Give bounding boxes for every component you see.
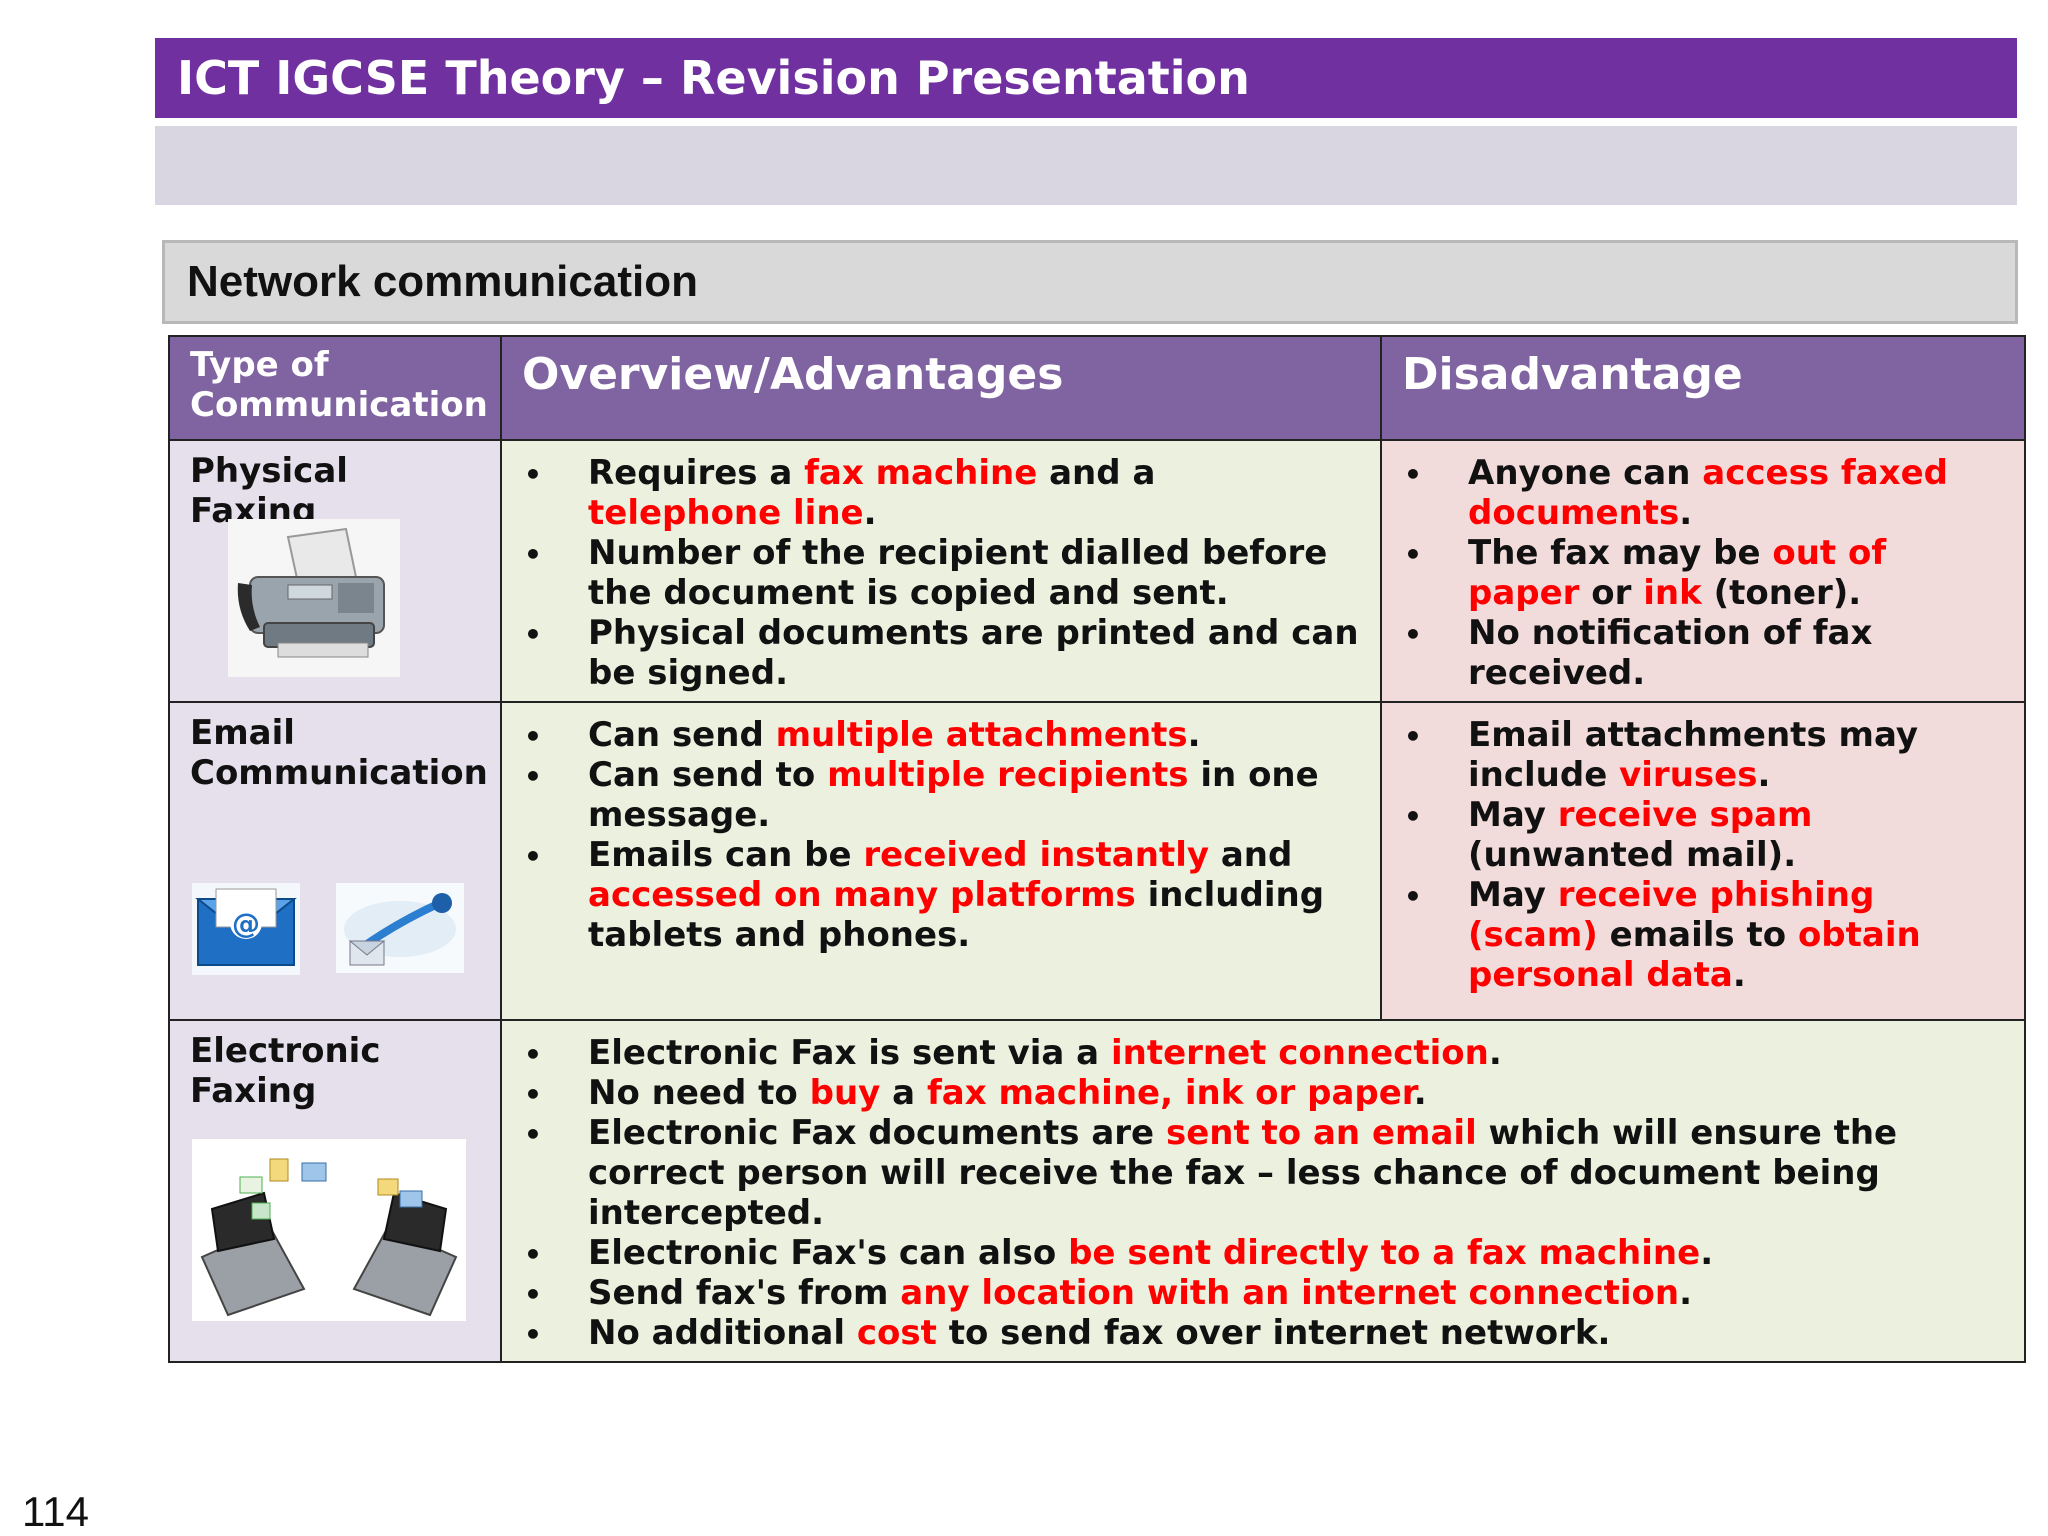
table-row-email-communication: Email Communication @: [168, 701, 2026, 1021]
type-cell-electronic-faxing: Electronic Faxing: [168, 1019, 502, 1363]
globe-email-icon: [336, 883, 464, 973]
list-item: Physical documents are printed and can b…: [524, 613, 1360, 693]
laptops-fax-image: [192, 1139, 466, 1321]
disadvantages-physical-faxing: Anyone can access faxed documents. The f…: [1380, 439, 2026, 703]
list-item: Can send multiple attachments.: [524, 715, 1360, 757]
presentation-title: ICT IGCSE Theory – Revision Presentation: [155, 38, 2017, 118]
type-cell-physical-faxing: Physical Faxing: [168, 439, 502, 703]
overview-electronic-faxing: Electronic Fax is sent via a internet co…: [500, 1019, 2026, 1363]
type-label: Email Communication: [190, 713, 488, 793]
list-item: Anyone can access faxed documents.: [1404, 453, 2004, 533]
type-label: Electronic Faxing: [190, 1031, 381, 1111]
subtitle-bar: [155, 126, 2017, 205]
list-item: Number of the recipient dialled before t…: [524, 533, 1360, 613]
type-cell-email-communication: Email Communication @: [168, 701, 502, 1021]
header-disadvantage: Disadvantage: [1380, 335, 2026, 441]
page-number: 114: [22, 1488, 89, 1535]
section-heading: Network communication: [162, 240, 2018, 324]
list-item: No notification of fax received.: [1404, 613, 2004, 693]
table-row-electronic-faxing: Electronic Faxing Elec: [168, 1019, 2026, 1363]
header-type-of-communication: Type of Communication: [168, 335, 502, 441]
list-item: Electronic Fax is sent via a internet co…: [524, 1033, 2004, 1075]
list-item: Electronic Fax's can also be sent direct…: [524, 1233, 2004, 1275]
type-label: Physical Faxing: [190, 451, 348, 531]
list-item: May receive spam (unwanted mail).: [1404, 795, 2004, 875]
list-item: Send fax's from any location with an int…: [524, 1273, 2004, 1315]
list-item: Electronic Fax documents are sent to an …: [524, 1113, 2004, 1233]
list-item: No additional cost to send fax over inte…: [524, 1313, 2004, 1355]
advantages-email-communication: Can send multiple attachments. Can send …: [500, 701, 1382, 1021]
table-row-physical-faxing: Physical Faxing Requires a fax machine a…: [168, 439, 2026, 703]
network-communication-table: Type of Communication Overview/Advantage…: [168, 335, 2026, 1363]
list-item: May receive phishing (scam) emails to ob…: [1404, 875, 2004, 995]
svg-text:@: @: [232, 907, 260, 940]
list-item: Requires a fax machine and a telephone l…: [524, 453, 1360, 533]
disadvantages-email-communication: Email attachments may include viruses. M…: [1380, 701, 2026, 1021]
email-envelope-icon: @: [192, 883, 300, 975]
fax-machine-image: [228, 519, 400, 677]
list-item: The fax may be out of paper or ink (tone…: [1404, 533, 2004, 613]
list-item: Emails can be received instantly and acc…: [524, 835, 1360, 955]
list-item: Can send to multiple recipients in one m…: [524, 755, 1360, 835]
advantages-physical-faxing: Requires a fax machine and a telephone l…: [500, 439, 1382, 703]
list-item: No need to buy a fax machine, ink or pap…: [524, 1073, 2004, 1115]
list-item: Email attachments may include viruses.: [1404, 715, 2004, 795]
table-header-row: Type of Communication Overview/Advantage…: [168, 335, 2026, 441]
header-overview-advantages: Overview/Advantages: [500, 335, 1382, 441]
